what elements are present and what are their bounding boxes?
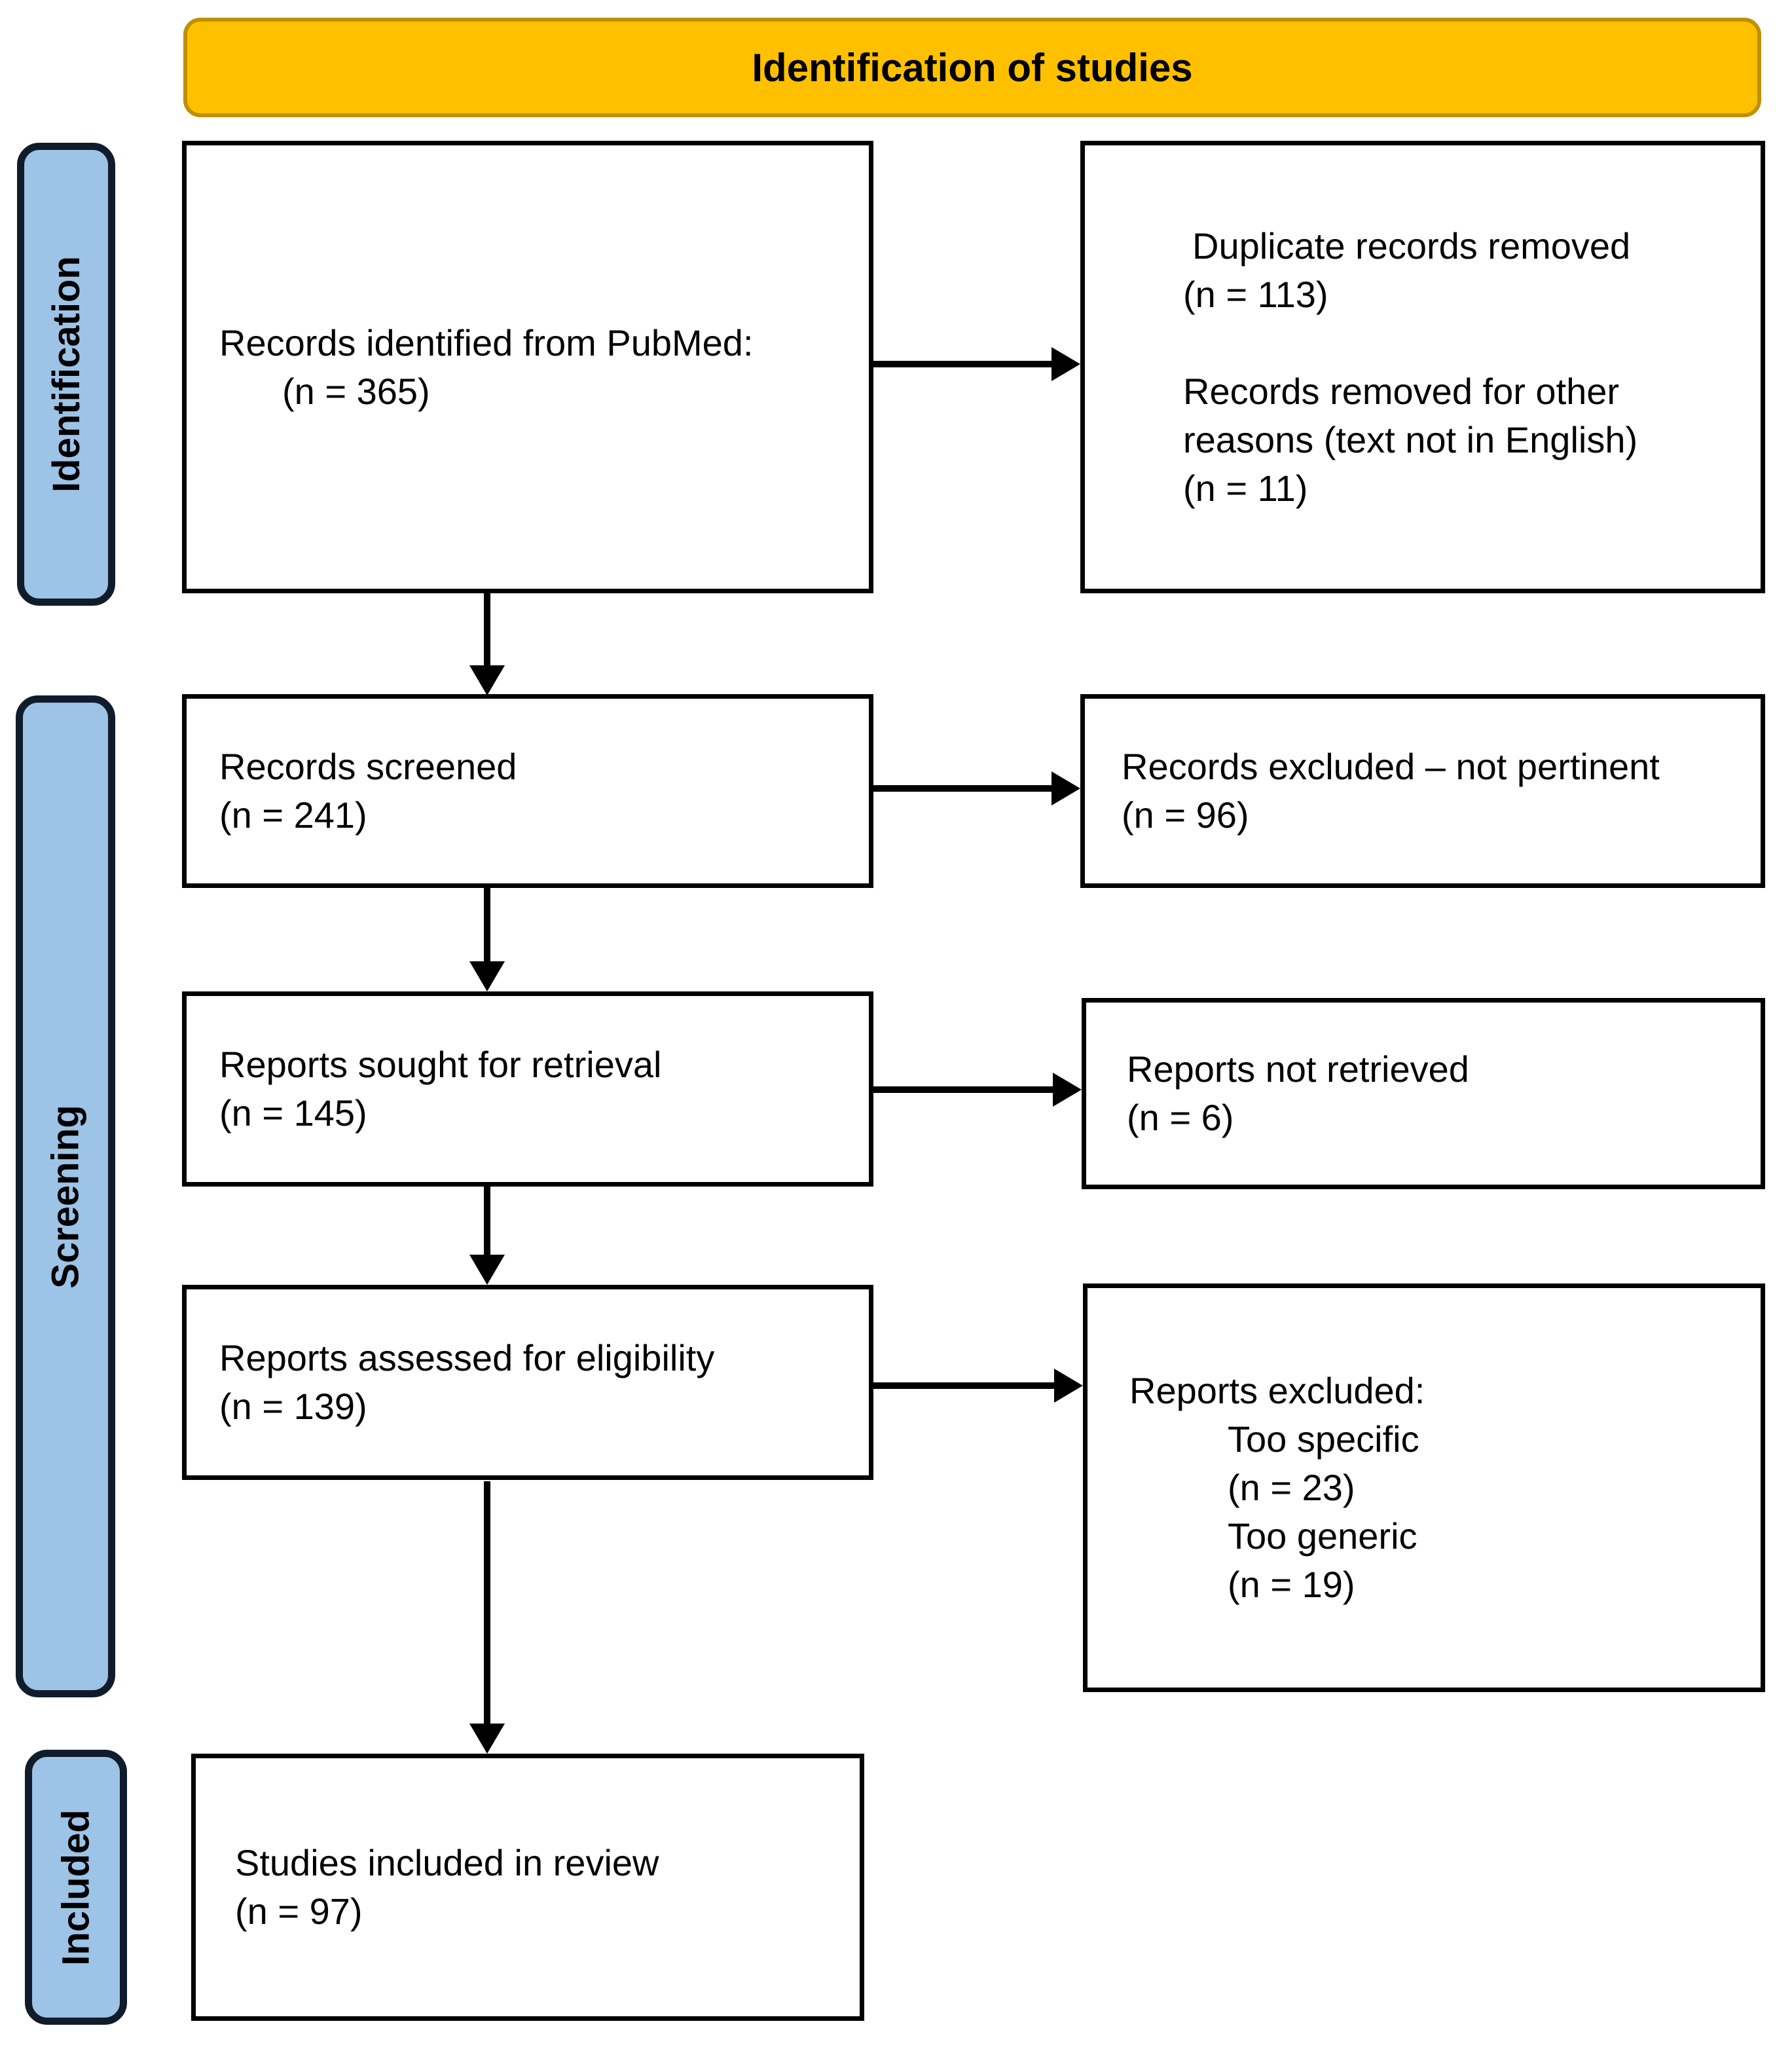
box-records-screened: Records screened (n = 241) (182, 694, 873, 888)
box-reports-excluded-reason2: Too generic (1228, 1515, 1417, 1557)
arrow-shaft (484, 888, 490, 961)
stage-label-included-text: Included (54, 1809, 98, 1966)
box-studies-included-line1: Studies included in review (235, 1842, 659, 1883)
box-reports-excluded-reason1: Too specific (1228, 1418, 1419, 1460)
stage-label-screening: Screening (16, 695, 115, 1697)
box-reports-assessed-count: (n = 139) (219, 1386, 367, 1427)
box-records-removed-line2: Records removed for other (1183, 370, 1620, 412)
arrow-shaft (872, 785, 1053, 792)
arrow-head-right-icon (1054, 1369, 1083, 1403)
stage-label-screening-text: Screening (44, 1104, 87, 1289)
box-reports-excluded-title: Reports excluded: (1129, 1370, 1425, 1411)
arrow-assessed-to-reports-excluded (872, 1369, 1083, 1403)
arrow-head-down-icon (469, 961, 505, 991)
arrow-shaft (484, 1481, 490, 1724)
arrow-shaft (872, 1086, 1054, 1093)
arrow-head-down-icon (469, 1724, 505, 1754)
box-records-removed-line3: reasons (text not in English) (1183, 418, 1638, 460)
arrow-head-right-icon (1053, 1073, 1082, 1107)
box-reports-sought-count: (n = 145) (219, 1092, 367, 1134)
banner-title: Identification of studies (752, 45, 1193, 90)
arrow-head-right-icon (1051, 771, 1080, 805)
box-studies-included-count: (n = 97) (235, 1891, 363, 1932)
arrow-identified-to-removed (872, 347, 1080, 381)
arrow-shaft (484, 1187, 490, 1255)
arrow-sought-to-assessed (469, 1187, 505, 1285)
box-records-removed-line1: Duplicate records removed (1192, 225, 1631, 267)
arrow-screened-to-sought (469, 888, 505, 991)
arrow-head-down-icon (469, 1255, 505, 1285)
box-records-screened-line1: Records screened (219, 746, 517, 787)
box-studies-included: Studies included in review (n = 97) (191, 1754, 864, 2021)
box-reports-assessed-line1: Reports assessed for eligibility (219, 1337, 715, 1378)
box-reports-excluded-count2: (n = 19) (1228, 1564, 1355, 1605)
stage-label-identification-text: Identification (45, 256, 88, 492)
arrow-head-down-icon (469, 665, 505, 695)
box-records-excluded-line1: Records excluded – not pertinent (1122, 746, 1660, 787)
box-records-identified-count: (n = 365) (282, 370, 430, 412)
box-reports-excluded: Reports excluded: Too specific (n = 23) … (1083, 1283, 1765, 1692)
arrow-assessed-to-included (469, 1481, 505, 1754)
box-records-identified-line1: Records identified from PubMed: (219, 322, 754, 363)
box-records-removed: Duplicate records removed (n = 113) Reco… (1080, 141, 1765, 593)
arrow-screened-to-excluded (872, 771, 1080, 805)
box-records-screened-count: (n = 241) (219, 794, 367, 836)
box-reports-not-retrieved: Reports not retrieved (n = 6) (1082, 998, 1765, 1189)
arrow-shaft (872, 361, 1053, 367)
banner-identification-of-studies: Identification of studies (183, 18, 1761, 117)
arrow-sought-to-not-retrieved (872, 1073, 1082, 1107)
arrow-shaft (484, 593, 490, 665)
box-reports-sought: Reports sought for retrieval (n = 145) (182, 991, 873, 1187)
box-reports-sought-line1: Reports sought for retrieval (219, 1044, 662, 1085)
box-records-excluded: Records excluded – not pertinent (n = 96… (1080, 694, 1765, 888)
box-reports-excluded-count1: (n = 23) (1228, 1467, 1355, 1508)
arrow-identified-to-screened (469, 593, 505, 695)
box-reports-not-retrieved-line1: Reports not retrieved (1127, 1048, 1469, 1090)
box-reports-not-retrieved-count: (n = 6) (1127, 1097, 1234, 1138)
arrow-shaft (872, 1382, 1055, 1389)
box-records-removed-count2: (n = 11) (1183, 467, 1308, 509)
box-records-removed-count1: (n = 113) (1183, 273, 1328, 315)
box-records-excluded-count: (n = 96) (1122, 794, 1249, 836)
arrow-head-right-icon (1051, 347, 1080, 381)
stage-label-included: Included (25, 1750, 127, 2025)
box-records-identified: Records identified from PubMed: (n = 365… (182, 141, 873, 593)
stage-label-identification: Identification (17, 143, 115, 606)
box-reports-assessed: Reports assessed for eligibility (n = 13… (182, 1285, 873, 1480)
